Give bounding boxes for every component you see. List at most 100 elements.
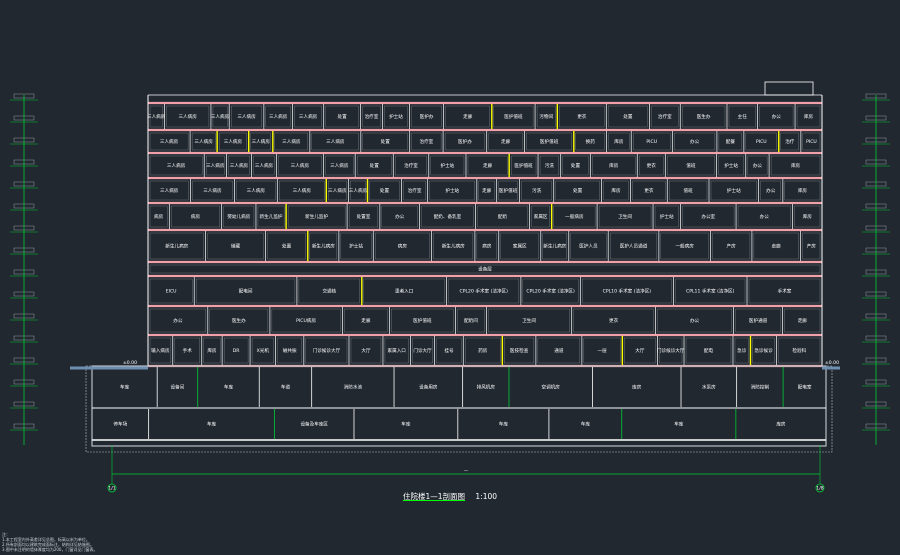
room-outline bbox=[608, 105, 648, 128]
room-outline bbox=[802, 232, 821, 260]
room-outline bbox=[710, 180, 757, 201]
room-label: 处置 bbox=[623, 113, 633, 120]
room-outline bbox=[278, 155, 322, 176]
room-outline bbox=[395, 155, 427, 176]
room-label: 库房 bbox=[803, 213, 813, 220]
room-outline bbox=[608, 132, 630, 151]
room-outline bbox=[251, 337, 274, 364]
foundation-outline bbox=[85, 365, 833, 453]
room-label: 三人病房 bbox=[203, 187, 222, 194]
room-outline bbox=[796, 105, 821, 128]
room-outline bbox=[521, 180, 552, 201]
room-label: 病房 bbox=[482, 243, 492, 250]
room-outline bbox=[537, 337, 581, 364]
room-label: 消防控制 bbox=[751, 384, 770, 391]
room-label: 产房 bbox=[727, 243, 737, 250]
room-label: 三人病房 bbox=[255, 162, 274, 169]
room-label: 患者入口 bbox=[395, 288, 414, 295]
room-label: 三人病房 bbox=[230, 162, 249, 169]
room-outline bbox=[759, 105, 794, 128]
room-outline bbox=[149, 264, 821, 274]
room-label: 配奶、备乳室 bbox=[434, 213, 462, 220]
room-outline bbox=[236, 180, 276, 201]
room-label: 处置 bbox=[571, 162, 581, 169]
room-label: 医护人员通道 bbox=[620, 243, 648, 250]
room-label: 三人病房 bbox=[247, 187, 266, 194]
room-outline bbox=[659, 337, 683, 364]
room-outline bbox=[682, 205, 735, 228]
room-label: 产房 bbox=[807, 243, 817, 250]
room-label: 护士站 bbox=[727, 187, 741, 194]
room-outline bbox=[403, 180, 426, 201]
room-outline bbox=[196, 278, 296, 304]
room-label: 手术室 bbox=[778, 288, 792, 295]
room-label: 走廊 bbox=[501, 138, 511, 145]
room-outline bbox=[421, 205, 474, 228]
room-label: 大厅 bbox=[635, 347, 645, 354]
room-label: 处置 bbox=[338, 113, 348, 120]
room-outline bbox=[149, 155, 203, 176]
room-outline bbox=[669, 180, 708, 201]
room-label: 车道 bbox=[281, 384, 291, 391]
room-label: 车库 bbox=[674, 421, 684, 428]
room-label: 三人病房 bbox=[299, 113, 318, 120]
room-label: 护士站 bbox=[349, 243, 363, 250]
room-outline bbox=[624, 337, 656, 364]
room-label: 办公 bbox=[690, 317, 700, 324]
room-outline bbox=[511, 155, 537, 176]
axis-bubble-right bbox=[815, 483, 825, 493]
room-outline bbox=[362, 132, 408, 151]
room-label: 护士站 bbox=[724, 162, 738, 169]
room-label: 检验科 bbox=[792, 347, 806, 354]
room-label: 病房 bbox=[154, 213, 164, 220]
room-label: 一般病房 bbox=[675, 243, 694, 250]
room-label: 婴幼儿病房 bbox=[227, 213, 250, 220]
room-label: 设备间 bbox=[171, 384, 185, 391]
room-outline bbox=[559, 105, 605, 128]
room-outline bbox=[531, 205, 550, 228]
room-label: 三人病房 bbox=[269, 113, 288, 120]
room-label: 治疗室 bbox=[365, 113, 379, 120]
room-label: 医护值班 bbox=[413, 317, 432, 324]
room-outline bbox=[553, 205, 596, 228]
room-label: 急诊 bbox=[737, 347, 747, 354]
room-label: 值班 bbox=[684, 187, 694, 194]
room-label: 新生儿病房 bbox=[442, 243, 465, 250]
room-outline bbox=[651, 105, 679, 128]
room-label: 配奶 bbox=[498, 213, 508, 220]
room-label: 库房 bbox=[207, 347, 217, 354]
room-outline bbox=[504, 337, 535, 364]
room-label: 磁共振 bbox=[283, 347, 297, 354]
room-outline bbox=[562, 155, 589, 176]
room-label: 车库 bbox=[224, 384, 234, 391]
room-outline bbox=[465, 337, 501, 364]
room-outline bbox=[350, 180, 366, 201]
room-label: 新生儿病房 bbox=[543, 243, 566, 250]
room-label: 医生办 bbox=[697, 113, 711, 120]
room-outline bbox=[429, 180, 475, 201]
room-label: 卫生间 bbox=[522, 317, 536, 324]
room-label: 门诊大厅 bbox=[413, 347, 432, 354]
room-label: 医护人员 bbox=[579, 243, 598, 250]
room-label: 办公室 bbox=[701, 213, 715, 220]
room-label: 三人病房 bbox=[160, 138, 179, 145]
room-label: 办公 bbox=[395, 213, 405, 220]
room-outline bbox=[718, 155, 744, 176]
room-outline bbox=[274, 132, 308, 151]
room-outline bbox=[570, 232, 607, 260]
room-label: 手术 bbox=[183, 347, 193, 354]
room-label: 车库 bbox=[499, 421, 509, 428]
room-outline bbox=[294, 105, 322, 128]
room-label: 设备用房 bbox=[419, 384, 438, 391]
room-label: 治疗室 bbox=[419, 138, 433, 145]
room-outline bbox=[149, 180, 189, 201]
room-outline bbox=[340, 232, 372, 260]
room-outline bbox=[223, 205, 255, 228]
room-label: 医护值班 bbox=[540, 138, 559, 145]
room-label: 库房 bbox=[611, 187, 621, 194]
room-label: 更衣 bbox=[644, 187, 654, 194]
room-label: 输入病房 bbox=[151, 347, 170, 354]
room-outline bbox=[287, 205, 346, 228]
room-outline bbox=[675, 278, 746, 304]
